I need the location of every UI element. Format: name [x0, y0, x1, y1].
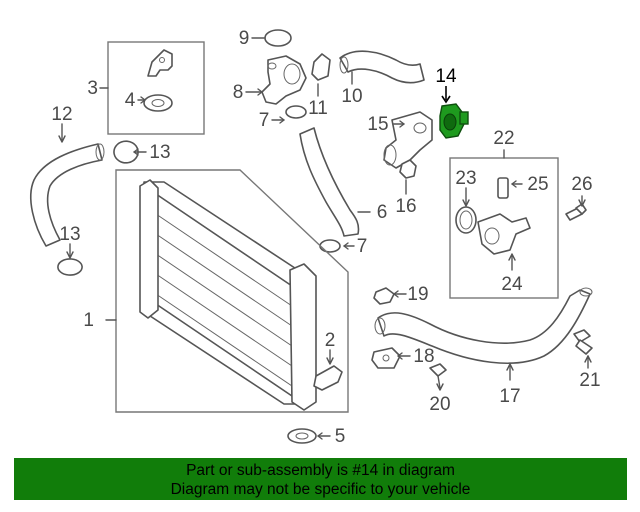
banner-line-2: Diagram may not be specific to your vehi… [170, 481, 471, 498]
grommet-part-4 [143, 94, 173, 112]
nut-part-19 [373, 287, 407, 305]
nut-part-16 [399, 159, 417, 195]
callout-17: 17 [499, 386, 520, 407]
grommet-part-5 [287, 428, 331, 444]
callout-16: 16 [395, 196, 416, 217]
callout-4: 4 [125, 90, 136, 111]
banner-line-1: Part or sub-assembly is #14 in diagram [186, 462, 455, 479]
housing-part-8 [261, 55, 307, 105]
clamp-part-7-upper [285, 105, 307, 119]
callout-21: 21 [579, 370, 600, 391]
callout-23: 23 [455, 168, 476, 189]
highlighted-part-14 [439, 86, 469, 139]
drain-plug-part-2 [313, 365, 343, 391]
clamp-part-13-upper [113, 140, 147, 164]
part-group-22 [449, 149, 559, 299]
pipe-part-17 [374, 287, 593, 381]
callout-8: 8 [233, 82, 244, 103]
bolt-part-26 [565, 195, 587, 221]
cap-part-9 [264, 29, 292, 47]
parts-diagram: 1 2 3 4 5 6 7 7 8 9 10 11 12 13 13 14 15… [30, 28, 601, 447]
hose-part-6 [299, 127, 371, 237]
callout-6: 6 [377, 202, 388, 223]
callout-12: 12 [51, 104, 72, 125]
callout-24: 24 [501, 274, 523, 295]
clamp-part-13-lower [57, 243, 83, 276]
gasket-part-23 [455, 206, 477, 234]
part-group-upper-housing [245, 29, 331, 124]
callout-15: 15 [367, 114, 388, 135]
callout-11: 11 [308, 98, 328, 119]
callout-14-highlighted: 14 [435, 66, 457, 87]
bracket-part [147, 49, 173, 77]
hose-part-10 [339, 50, 425, 85]
callout-7-lower: 7 [357, 236, 368, 257]
hose-part-12 [30, 123, 105, 247]
callout-2: 2 [325, 330, 336, 351]
callout-7-upper: 7 [259, 110, 270, 131]
callout-18: 18 [413, 346, 434, 367]
callout-25: 25 [527, 174, 548, 195]
part-group-3 [99, 41, 205, 135]
callout-9: 9 [239, 28, 250, 49]
outlet-part-24 [477, 213, 531, 255]
clamp-part-7-lower [319, 239, 355, 253]
clamp-part-11-upper [311, 53, 331, 81]
callout-22: 22 [493, 128, 514, 149]
bracket-part-18 [371, 347, 411, 369]
bolt-part-21 [573, 329, 593, 369]
callout-20: 20 [429, 394, 450, 415]
callout-3: 3 [87, 78, 98, 99]
bolt-part-20 [429, 363, 447, 391]
group-box-3 [107, 41, 205, 135]
callout-13-lower: 13 [59, 224, 80, 245]
callout-19: 19 [407, 284, 428, 305]
callout-5: 5 [335, 426, 346, 447]
housing-part-15 [383, 111, 433, 169]
callout-26: 26 [571, 174, 592, 195]
sensor-part-25 [497, 177, 509, 199]
callout-13-upper: 13 [149, 142, 170, 163]
callout-1: 1 [83, 310, 94, 331]
callout-10: 10 [341, 86, 362, 107]
part-group-1-radiator [105, 169, 349, 413]
info-banner: Part or sub-assembly is #14 in diagram D… [14, 458, 627, 500]
group-box-1 [115, 169, 349, 413]
